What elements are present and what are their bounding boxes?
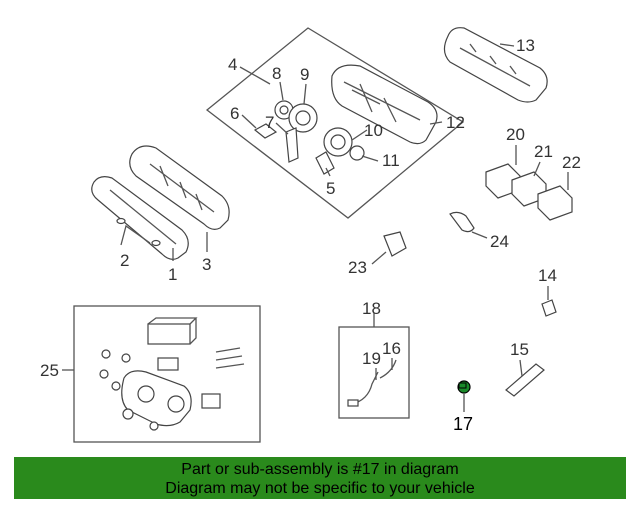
- callout-15: 15: [510, 340, 529, 359]
- part-2-pins: [116, 217, 161, 247]
- part-15: [505, 363, 545, 397]
- part-23: [383, 231, 407, 257]
- callout-17: 17: [453, 414, 473, 434]
- banner-line-2: Diagram may not be specific to your vehi…: [165, 480, 475, 497]
- part-group-4: [205, 27, 465, 219]
- part-group-18: [338, 326, 410, 419]
- callout-4: 4: [228, 55, 237, 74]
- callout-22: 22: [562, 153, 581, 172]
- callout-2: 2: [120, 251, 129, 270]
- callout-7: 7: [265, 113, 274, 132]
- callout-3: 3: [202, 255, 211, 274]
- callout-23: 23: [348, 258, 367, 277]
- leader-lines: [62, 43, 569, 412]
- part-24: [449, 211, 475, 233]
- callout-12: 12: [446, 113, 465, 132]
- callout-18: 18: [362, 299, 381, 318]
- callout-20: 20: [506, 125, 525, 144]
- callout-14: 14: [538, 266, 557, 285]
- callout-25: 25: [40, 361, 59, 380]
- callout-24: 24: [490, 232, 509, 251]
- parts-20-22-switches: [485, 163, 573, 221]
- part-17-highlighted: [457, 380, 471, 394]
- part-3-bezel: [129, 145, 230, 230]
- callout-11: 11: [382, 151, 400, 170]
- callout-19: 19: [362, 349, 381, 368]
- part-13: [443, 27, 548, 103]
- callout-21: 21: [534, 142, 553, 161]
- part-group-25: [73, 305, 261, 443]
- exploded-parts-diagram: 4 8 9 6 7 10 11 12 5 13 2 1 3 20 21 22 2…: [40, 27, 581, 443]
- callout-13: 13: [516, 36, 535, 55]
- banner-line-1: Part or sub-assembly is #17 in diagram: [181, 461, 459, 478]
- callout-5: 5: [326, 179, 335, 198]
- callout-10: 10: [364, 121, 383, 140]
- callout-1: 1: [168, 265, 177, 284]
- part-14: [541, 299, 557, 317]
- callout-8: 8: [272, 64, 281, 83]
- callout-9: 9: [300, 65, 309, 84]
- callout-16: 16: [382, 339, 401, 358]
- part-1-lens: [91, 176, 189, 260]
- info-banner: Part or sub-assembly is #17 in diagram D…: [14, 457, 626, 499]
- callout-6: 6: [230, 104, 239, 123]
- callout-labels: 4 8 9 6 7 10 11 12 5 13 2 1 3 20 21 22 2…: [40, 36, 581, 434]
